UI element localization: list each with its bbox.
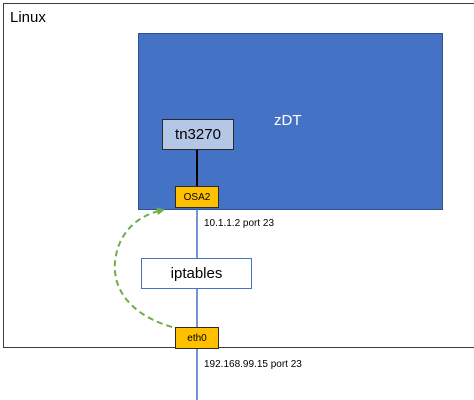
zdt-label: zDT: [274, 112, 302, 129]
tn3270-label: tn3270: [175, 126, 221, 143]
linux-host-box: [3, 3, 474, 348]
linux-host-label: Linux: [10, 9, 46, 26]
iptables-box: iptables: [141, 258, 252, 289]
port-forward-arrow: [113, 207, 173, 328]
iptables-label: iptables: [170, 265, 223, 282]
eth0-interface-box: eth0: [175, 327, 219, 349]
osa2-interface-box: OSA2: [175, 186, 219, 208]
tn3270-box: tn3270: [162, 119, 234, 150]
osa2-label: OSA2: [183, 191, 211, 203]
osa2-address-label: 10.1.1.2 port 23: [204, 218, 275, 229]
eth0-address-label: 192.168.99.15 port 23: [204, 359, 302, 370]
eth0-label: eth0: [187, 332, 207, 344]
